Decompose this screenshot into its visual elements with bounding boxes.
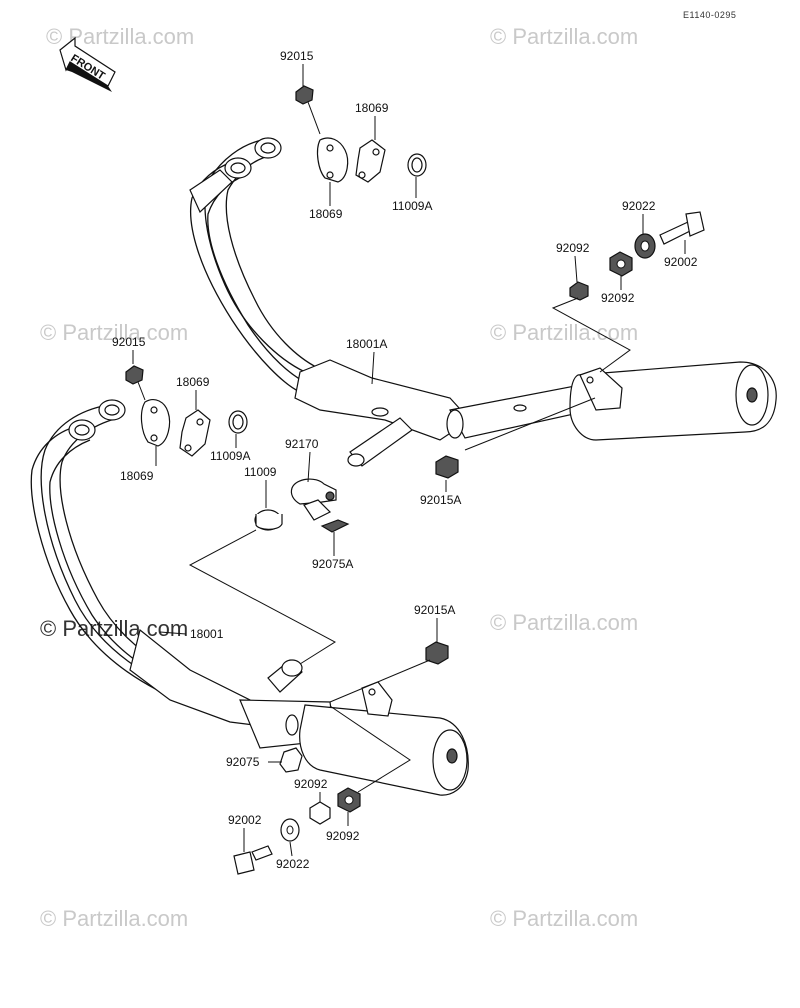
label-92170: 92170	[285, 437, 319, 451]
label-92002-top: 92002	[664, 255, 698, 269]
part-18069-a	[316, 137, 349, 183]
part-labels: 92015 18069 18069 11009A 92022 92092 920…	[112, 49, 698, 871]
label-92015-mid: 92015	[112, 335, 146, 349]
label-92092-top-b: 92092	[601, 291, 635, 305]
label-92015-top: 92015	[280, 49, 314, 63]
label-11009A-top: 11009A	[392, 199, 432, 213]
label-18001A: 18001A	[346, 337, 387, 351]
watermark: © Partzilla.com	[490, 320, 638, 345]
part-92170-clamp	[290, 478, 337, 521]
header-pipe-18001A	[189, 137, 593, 467]
part-92015-mid	[125, 365, 144, 385]
watermark: © Partzilla.com	[40, 906, 188, 931]
watermark: © Partzilla.com	[40, 320, 188, 345]
header-pipe-18001	[30, 399, 336, 749]
part-92092-bot-a	[309, 801, 331, 825]
part-92015A-top	[435, 455, 459, 479]
muffler-top	[569, 361, 777, 441]
label-18069-c: 18069	[176, 375, 210, 389]
label-18001: 18001	[190, 627, 224, 641]
watermark-layer: © Partzilla.com © Partzilla.com © Partzi…	[40, 24, 638, 931]
diagram-code: E1140-0295	[683, 10, 736, 20]
part-11009A-top	[407, 153, 427, 177]
part-92022-bot	[280, 818, 300, 842]
watermark: © Partzilla.com	[490, 906, 638, 931]
label-11009A-mid: 11009A	[210, 449, 250, 463]
watermark-main: © Partzilla.com	[40, 616, 188, 641]
part-92092-top-b	[609, 251, 633, 277]
label-18069-d: 18069	[120, 469, 154, 483]
part-92002-bot	[233, 845, 273, 875]
part-92092-top-a	[569, 281, 589, 301]
part-18069-b	[355, 139, 386, 183]
part-92015-top	[295, 85, 314, 105]
label-92075A: 92075A	[312, 557, 353, 571]
part-18069-d	[179, 409, 211, 457]
leader-lines	[132, 64, 686, 857]
front-arrow-icon: FRONT	[59, 36, 116, 92]
label-18069-b: 18069	[309, 207, 343, 221]
label-92022-top: 92022	[622, 199, 656, 213]
part-92002-top	[659, 211, 705, 245]
label-92092-bot-b: 92092	[326, 829, 360, 843]
label-92092-bot-a: 92092	[294, 777, 328, 791]
label-92002-bot: 92002	[228, 813, 262, 827]
label-11009: 11009	[244, 465, 277, 479]
muffler-bottom	[299, 681, 469, 796]
label-92015A-bottom: 92015A	[414, 603, 455, 617]
part-92075	[279, 747, 303, 773]
part-11009A-mid	[228, 410, 248, 434]
part-92092-bot-b	[337, 787, 361, 813]
part-11009-gasket	[254, 509, 283, 531]
part-18069-c	[140, 399, 171, 447]
label-18069-a: 18069	[355, 101, 389, 115]
part-92022-top	[634, 233, 656, 259]
label-92075: 92075	[226, 755, 260, 769]
label-92022-bot: 92022	[276, 857, 310, 871]
watermark: © Partzilla.com	[490, 610, 638, 635]
label-92015A-top: 92015A	[420, 493, 461, 507]
label-92092-top-a: 92092	[556, 241, 590, 255]
part-92015A-bottom	[425, 641, 449, 665]
watermark: © Partzilla.com	[490, 24, 638, 49]
part-92075A	[320, 519, 350, 533]
